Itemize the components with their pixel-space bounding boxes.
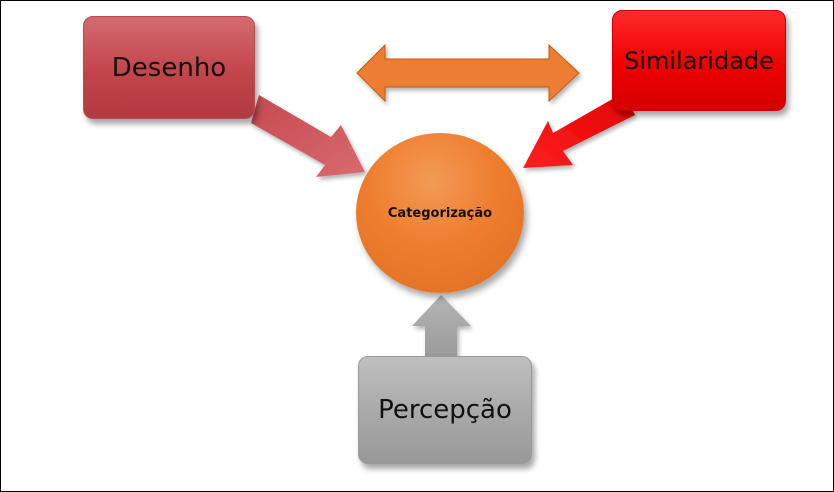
node-categorizacao-label: Categorização xyxy=(387,205,493,221)
arrow-similaridade-to-center xyxy=(523,93,635,168)
node-similaridade: Similaridade xyxy=(612,10,786,111)
node-desenho-label: Desenho xyxy=(111,52,227,83)
arrow-desenho-to-center xyxy=(251,95,365,177)
node-percepcao: Percepção xyxy=(358,356,532,464)
node-similaridade-label: Similaridade xyxy=(624,46,774,75)
node-categorizacao: Categorização xyxy=(356,133,524,293)
arrow-percepcao-to-center xyxy=(412,295,471,357)
node-percepcao-label: Percepção xyxy=(378,395,512,425)
node-desenho: Desenho xyxy=(83,16,255,119)
double-arrow-connector xyxy=(356,43,580,103)
